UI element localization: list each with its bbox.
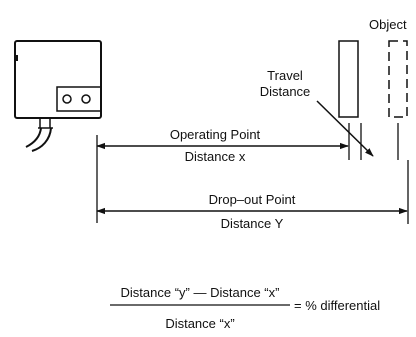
sensor-lens-window [56,86,102,112]
sensor-cable-top [25,127,42,148]
formula-numerator: Distance “y” — Distance “x” [121,285,280,300]
travel-label-line2: Distance [260,84,311,99]
operating-label-line2: Distance x [185,149,246,164]
sensor-connector [38,118,53,129]
sensor-housing [14,40,102,119]
object-label: Object [369,17,407,32]
travel-label-line1: Travel [267,68,303,83]
sensor [14,40,102,152]
sensor-cable-bottom [31,127,52,152]
dropout-label-line2: Distance Y [221,216,284,231]
formula-denominator: Distance “x” [165,316,234,331]
sensor-lens-left-icon [62,94,72,104]
object-moved-dashed [388,40,408,118]
sensor-mount-tab [14,55,18,61]
sensor-lens-right-icon [81,94,91,104]
formula-result: = % differential [294,298,380,313]
operating-label-line1: Operating Point [170,127,261,142]
object-block [338,40,359,118]
dropout-label-line1: Drop–out Point [209,192,296,207]
travel-leader-arrow [316,100,374,157]
